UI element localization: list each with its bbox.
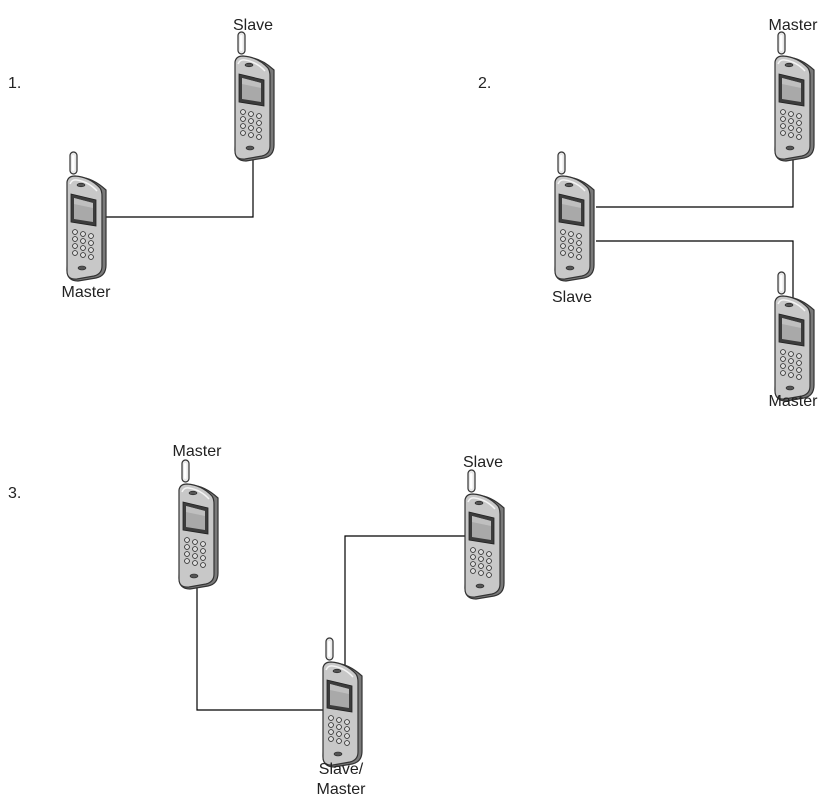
scenario-3-device-1-label: Master xyxy=(172,443,222,460)
link-3-slavemaster-slave xyxy=(344,535,482,688)
mobile-phone-icon xyxy=(550,150,598,285)
scenario-3-number: 3. xyxy=(8,485,22,502)
mobile-phone-icon xyxy=(174,458,222,593)
mobile-phone-icon xyxy=(230,30,278,165)
scenario-1-device-2-label: Master xyxy=(61,284,111,301)
scenario-1-device-1-label: Slave xyxy=(232,17,274,34)
link-3-master-slavemaster xyxy=(196,580,332,711)
scenario-2-device-2-label: Slave xyxy=(551,289,593,306)
scenario-3-device-2-label: Slave xyxy=(462,454,504,471)
mobile-phone-icon xyxy=(770,30,818,165)
mobile-phone-icon xyxy=(460,468,508,603)
link-1-master-slave xyxy=(106,138,254,218)
mobile-phone-icon xyxy=(62,150,110,285)
link-2-slave-master-bottom xyxy=(596,240,794,330)
scenario-2-device-1-label: Master xyxy=(768,17,818,34)
scenario-2-number: 2. xyxy=(478,75,492,92)
mobile-phone-icon xyxy=(770,270,818,405)
scenario-3-device-3-label: Slave/ Master xyxy=(316,761,366,798)
mobile-phone-icon xyxy=(318,636,366,771)
scenario-2-device-3-label: Master xyxy=(768,393,818,410)
link-2-slave-master-top xyxy=(596,138,794,208)
scenario-1-number: 1. xyxy=(8,75,22,92)
